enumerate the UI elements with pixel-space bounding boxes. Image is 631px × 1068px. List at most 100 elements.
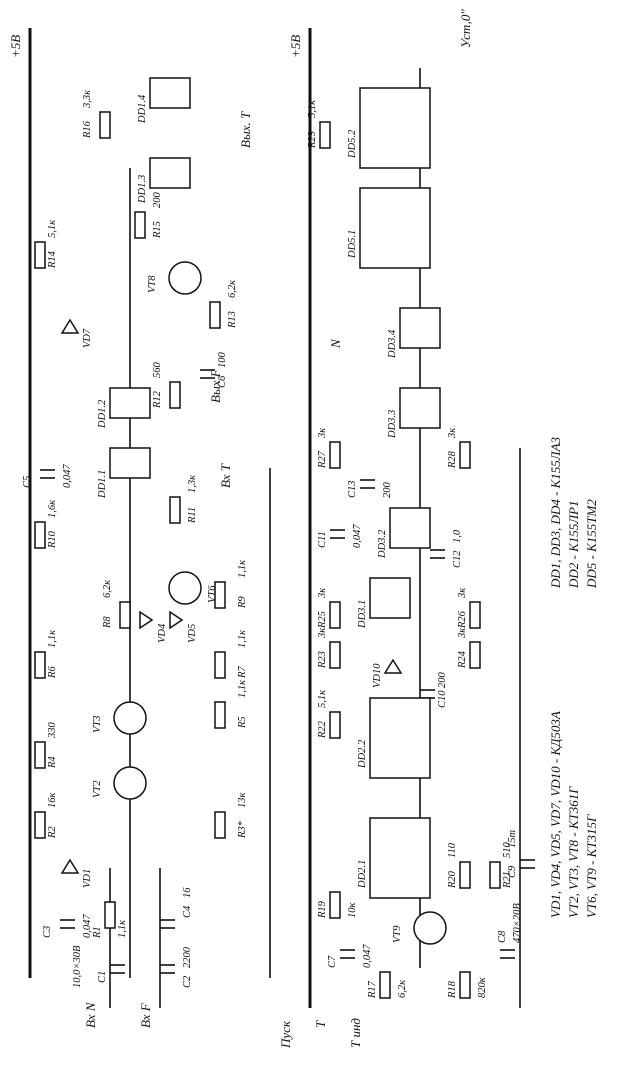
gate-dd1-1: DD1.1 <box>97 447 151 499</box>
resistor-r9: R91,1к <box>214 560 248 609</box>
output-zero-label: Уст,0" <box>458 9 473 48</box>
chip-dd2-2: DD2.2 <box>357 697 431 779</box>
svg-text:6,2к: 6,2к <box>227 280 238 298</box>
svg-text:R19: R19 <box>317 900 328 919</box>
svg-text:3к: 3к <box>317 428 328 439</box>
svg-text:C1: C1 <box>97 971 108 983</box>
input-t-ind: Т инд <box>348 1018 363 1048</box>
svg-text:16к: 16к <box>47 793 58 809</box>
svg-text:100: 100 <box>217 352 228 369</box>
svg-text:C7: C7 <box>327 955 338 968</box>
chip-dd5-2: DD5.2 <box>347 87 431 169</box>
svg-text:1,1к: 1,1к <box>237 560 248 578</box>
svg-text:R14: R14 <box>47 250 58 269</box>
svg-text:C5: C5 <box>22 476 33 488</box>
svg-text:110: 110 <box>447 842 458 858</box>
diode-vd10: VD10 <box>372 658 403 688</box>
legend-ic-line2: DD2 - К155ЛР1 <box>566 501 581 589</box>
svg-text:R8: R8 <box>102 616 113 629</box>
svg-text:DD1.3: DD1.3 <box>137 175 148 204</box>
svg-text:R3*: R3* <box>237 820 248 839</box>
capacitor-c5: C5 0,047 <box>22 464 73 488</box>
chip-dd3-2: DD3.2 <box>377 507 431 559</box>
svg-text:DD5.1: DD5.1 <box>347 230 358 259</box>
transistor-vt8: VT8 <box>147 261 202 295</box>
capacitor-c7: C7 0,047 <box>327 944 373 968</box>
svg-text:820к: 820к <box>477 977 488 998</box>
svg-text:R24: R24 <box>457 650 468 669</box>
diode-vd4: VD4 <box>139 610 168 643</box>
svg-text:DD1.2: DD1.2 <box>97 399 108 429</box>
svg-text:10,0×30В: 10,0×30В <box>72 945 83 988</box>
svg-text:13к: 13к <box>237 793 248 809</box>
svg-text:0,047: 0,047 <box>362 944 373 968</box>
svg-text:R2: R2 <box>47 826 58 839</box>
chip-dd3-4: DD3.4 <box>387 307 441 359</box>
svg-text:R4: R4 <box>47 756 58 769</box>
diode-vd1: VD1 <box>60 858 93 888</box>
svg-text:560: 560 <box>152 362 163 379</box>
svg-text:200: 200 <box>152 192 163 209</box>
svg-text:R1: R1 <box>92 926 103 939</box>
svg-text:C8: C8 <box>497 930 508 943</box>
transistor-vt6: VT6 <box>168 571 218 605</box>
diode-vd5: VD5 <box>169 610 198 643</box>
svg-text:16: 16 <box>182 887 193 898</box>
svg-text:1,1к: 1,1к <box>237 680 248 698</box>
svg-text:5,1к: 5,1к <box>47 220 58 238</box>
resistor-r5: R51,1к <box>214 680 248 729</box>
svg-text:VD10: VD10 <box>372 663 383 688</box>
svg-text:R28: R28 <box>447 450 458 469</box>
capacitor-c3: C3 0,047 <box>42 914 93 938</box>
svg-text:R17: R17 <box>367 980 378 999</box>
svg-text:VT2: VT2 <box>92 780 103 798</box>
svg-text:5,1к: 5,1к <box>307 100 318 118</box>
chip-dd2-1: DD2.1 <box>357 817 431 899</box>
plus5v-left-label: +5В <box>8 35 23 58</box>
plus5v-right-label: +5В <box>288 35 303 58</box>
svg-text:3к: 3к <box>317 628 328 639</box>
svg-text:3к: 3к <box>457 588 468 599</box>
svg-text:VD7: VD7 <box>82 328 93 348</box>
svg-text:VD5: VD5 <box>187 624 198 643</box>
legend-semi-line1: VD1, VD4, VD5, VD7, VD10 - КД503А <box>548 711 563 918</box>
svg-text:C10: C10 <box>437 690 448 708</box>
input-t: T <box>313 1020 328 1028</box>
gate-dd1-3: DD1.3 <box>137 157 191 204</box>
input-vx-n: Вх N <box>83 1001 98 1028</box>
svg-text:R10: R10 <box>47 530 58 549</box>
svg-text:330: 330 <box>47 722 58 740</box>
svg-text:15т: 15т <box>507 830 518 849</box>
svg-text:200: 200 <box>382 482 393 499</box>
input-pusk: Пуск <box>278 1020 293 1049</box>
capacitor-c6: C6 100 <box>200 352 228 388</box>
legend-block: DD1, DD3, DD4 - К155ЛА3 DD2 - К155ЛР1 DD… <box>548 436 599 918</box>
svg-text:VT9: VT9 <box>392 925 403 943</box>
svg-text:6,2к: 6,2к <box>397 980 408 998</box>
chip-dd3-1: DD3.1 <box>357 577 411 629</box>
chip-dd3-3: DD3.3 <box>387 387 441 439</box>
resistor-r8: R86,2к <box>102 580 131 629</box>
input-n: N <box>328 338 343 349</box>
svg-text:2200: 2200 <box>182 946 193 968</box>
svg-text:DD5.2: DD5.2 <box>347 129 358 159</box>
svg-text:VT3: VT3 <box>92 715 103 733</box>
legend-semi-line2: VT2, VT3, VT8 - КТ361Г <box>566 786 581 918</box>
resistor-r14: R14 5,1к <box>34 220 58 269</box>
